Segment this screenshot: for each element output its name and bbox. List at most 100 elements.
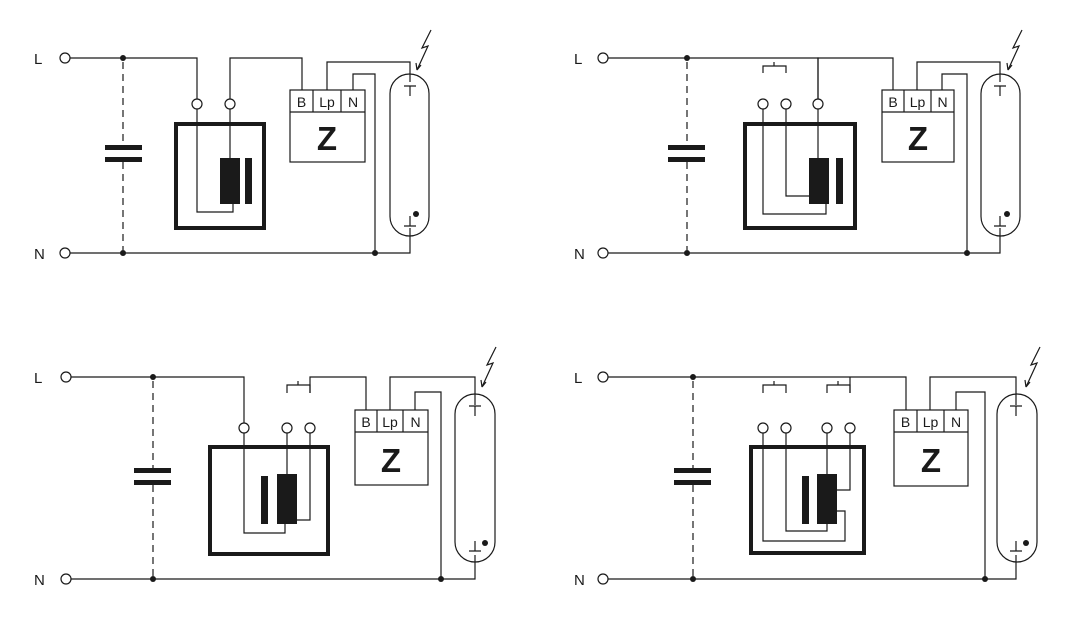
ballast-coil	[277, 474, 297, 524]
line-terminal-label: L	[574, 51, 582, 68]
ballast-winding-wire	[785, 109, 809, 197]
lamp-electrode	[994, 216, 1006, 227]
igniter-neutral-wire	[955, 391, 986, 579]
lamp-electrode	[1010, 405, 1022, 416]
line-wire	[71, 376, 245, 423]
ballast-to-igniter-wire	[309, 376, 367, 410]
ballast-tap	[304, 422, 316, 434]
capacitor-plate	[134, 468, 171, 473]
junction-dot	[964, 250, 970, 256]
tap-link-bracket	[286, 384, 311, 393]
ballast-housing	[208, 445, 330, 556]
ballast-tap	[780, 422, 792, 434]
lamp-electrode	[404, 85, 416, 96]
igniter-lamp-wire	[929, 376, 1017, 410]
neutral-wire	[608, 228, 1001, 254]
ignition-spark-icon	[1024, 346, 1041, 388]
ballast-tap	[757, 422, 769, 434]
tap-link-bracket	[826, 384, 851, 393]
ballast-tap	[224, 98, 236, 110]
ballast-core	[245, 158, 252, 204]
lamp-tube	[980, 73, 1021, 237]
ballast-winding-wire	[297, 433, 311, 521]
lamp-starter-dot	[413, 211, 419, 217]
ballast-to-igniter-wire	[229, 57, 303, 99]
neutral-terminal-label: N	[574, 572, 585, 589]
line-terminal	[597, 52, 609, 64]
igniter-label: Z	[921, 442, 941, 479]
igniter-box	[881, 89, 955, 163]
ballast-core	[802, 476, 809, 524]
ballast-tap	[812, 98, 824, 110]
ballast-tap	[238, 422, 250, 434]
ballast-coil	[809, 158, 829, 204]
lamp-electrode	[469, 405, 481, 416]
lamp-electrode	[1010, 541, 1022, 552]
capacitor-plate	[105, 157, 142, 162]
lamp-electrode	[404, 216, 416, 227]
line-terminal	[597, 247, 609, 259]
junction-dot	[684, 55, 690, 61]
junction-dot	[690, 576, 696, 582]
igniter-lamp-wire	[326, 61, 411, 90]
neutral-wire	[71, 555, 476, 580]
junction-dot	[438, 576, 444, 582]
capacitor-plate	[105, 145, 142, 150]
junction-dot	[120, 250, 126, 256]
neutral-terminal-label: N	[34, 572, 45, 589]
neutral-terminal	[60, 573, 72, 585]
igniter-neutral-wire	[941, 73, 968, 253]
igniter-terminal-b: B	[901, 414, 910, 430]
ballast-housing	[749, 445, 866, 555]
lamp-electrode	[469, 541, 481, 552]
igniter-terminal-n: N	[937, 94, 947, 110]
junction-dot	[690, 374, 696, 380]
neutral-wire	[608, 555, 1017, 580]
ballast-winding-wire	[762, 433, 846, 542]
neutral-wire	[70, 228, 411, 254]
igniter-neutral-wire	[352, 73, 376, 253]
ballast-winding-wire	[762, 109, 827, 215]
igniter-terminal-b: B	[888, 94, 897, 110]
ballast-tap	[281, 422, 293, 434]
diagram-bottom-right: L N B Lp N Z	[574, 346, 1041, 589]
ballast-winding-wire	[196, 109, 234, 213]
junction-dot	[372, 250, 378, 256]
ballast-tap	[821, 422, 833, 434]
igniter-terminal-lp: Lp	[319, 94, 335, 110]
junction-dot	[150, 576, 156, 582]
ballast-tap	[191, 98, 203, 110]
capacitor-plate	[674, 480, 711, 485]
igniter-neutral-wire	[414, 391, 442, 579]
ballast-winding-wire	[837, 433, 851, 491]
ballast-housing	[743, 122, 857, 230]
igniter-terminal-n: N	[348, 94, 358, 110]
lamp-starter-dot	[1004, 211, 1010, 217]
lamp-starter-dot	[1023, 540, 1029, 546]
igniter-terminal-lp: Lp	[923, 414, 939, 430]
igniter-box	[354, 409, 429, 486]
igniter-terminal-lp: Lp	[382, 414, 398, 430]
ignition-spark-icon	[480, 346, 497, 388]
igniter-terminal-b: B	[361, 414, 370, 430]
line-wire	[608, 376, 907, 410]
capacitor-plate	[668, 145, 705, 150]
neutral-terminal-label: N	[574, 246, 585, 263]
ballast-coil	[220, 158, 240, 204]
ignition-spark-icon	[415, 29, 432, 71]
igniter-label: Z	[317, 120, 337, 157]
line-terminal-label: L	[574, 370, 582, 387]
igniter-terminal-n: N	[410, 414, 420, 430]
ballast-to-igniter-wire	[817, 57, 894, 99]
line-terminal	[60, 371, 72, 383]
lamp-tube	[454, 393, 496, 563]
line-terminal	[597, 371, 609, 383]
lamp-starter-dot	[482, 540, 488, 546]
igniter-box	[893, 409, 969, 487]
line-terminal	[59, 52, 71, 64]
diagram-top-right: L N B Lp N Z	[574, 29, 1023, 263]
igniter-lamp-wire	[389, 376, 476, 410]
junction-dot	[150, 374, 156, 380]
lamp-tube	[996, 393, 1038, 563]
